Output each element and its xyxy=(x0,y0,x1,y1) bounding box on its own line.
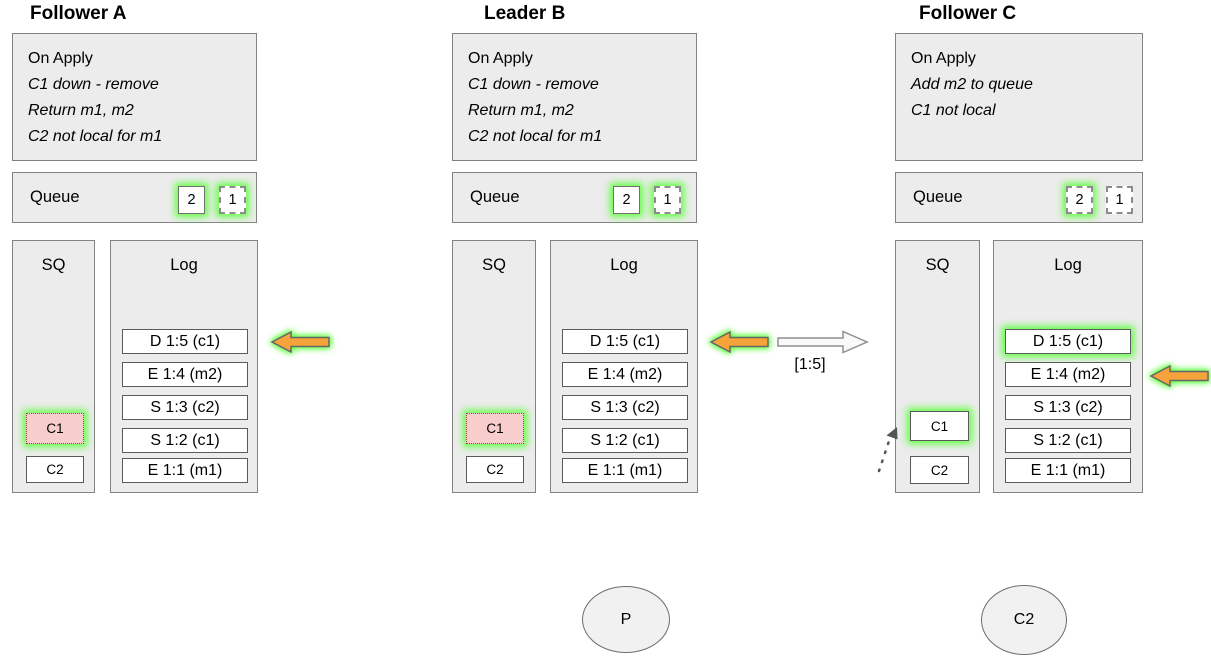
note-line: C2 not local for m1 xyxy=(28,128,163,145)
sq-panel-leader-b: SQ C1 C2 xyxy=(452,240,536,493)
log-entry: S 1:3 (c2) xyxy=(122,395,248,420)
queue-panel-leader-b: Queue 2 1 xyxy=(452,172,697,223)
rejoin-dotted-arrow-icon xyxy=(877,427,898,473)
on-apply-note-leader-b: On Apply C1 down - remove Return m1, m2 … xyxy=(452,33,697,161)
note-heading: On Apply xyxy=(28,50,93,67)
log-entry: D 1:5 (c1) xyxy=(122,329,248,354)
node-title-follower-c: Follower C xyxy=(919,3,1017,24)
log-entry: E 1:4 (m2) xyxy=(562,362,688,387)
log-label: Log xyxy=(1054,256,1082,274)
queue-label: Queue xyxy=(913,188,963,206)
sq-panel-follower-a: SQ C1 C2 xyxy=(12,240,95,493)
log-entry: E 1:1 (m1) xyxy=(562,458,688,483)
log-entry: E 1:4 (m2) xyxy=(1005,362,1131,387)
sq-item-c1: C1 xyxy=(910,411,969,441)
queue-panel-follower-a: Queue 2 1 xyxy=(12,172,257,223)
replication-range-label: [1:5] xyxy=(794,356,826,373)
log-entry: D 1:5 (c1) xyxy=(562,329,688,354)
sq-panel-follower-c: SQ C1 C2 xyxy=(895,240,980,493)
log-entry: S 1:2 (c1) xyxy=(1005,428,1131,453)
note-line: C2 not local for m1 xyxy=(468,128,603,145)
queue-token-1: 1 xyxy=(219,186,246,214)
queue-panel-follower-c: Queue 2 1 xyxy=(895,172,1143,223)
log-panel-leader-b: Log D 1:5 (c1) E 1:4 (m2) S 1:3 (c2) S 1… xyxy=(550,240,698,493)
on-apply-note-follower-a: On Apply C1 down - remove Return m1, m2 … xyxy=(12,33,257,161)
note-line: Add m2 to queue xyxy=(911,76,1033,93)
sq-item-c1: C1 xyxy=(26,413,84,444)
queue-label: Queue xyxy=(30,188,80,206)
actor-p: P xyxy=(582,586,670,653)
sq-item-c1: C1 xyxy=(466,413,524,444)
log-entry: D 1:5 (c1) xyxy=(1005,329,1131,354)
queue-token-2: 2 xyxy=(613,186,640,214)
queue-label: Queue xyxy=(470,188,520,206)
sq-item-c2: C2 xyxy=(26,456,84,483)
sq-label: SQ xyxy=(482,256,506,274)
log-entry: S 1:2 (c1) xyxy=(122,428,248,453)
actor-c2-label: C2 xyxy=(1013,611,1035,628)
note-heading: On Apply xyxy=(911,50,976,67)
note-line: Return m1, m2 xyxy=(28,102,134,119)
note-line: C1 down - remove xyxy=(28,76,159,93)
note-line: C1 down - remove xyxy=(468,76,599,93)
log-label: Log xyxy=(610,256,638,274)
queue-token-1: 1 xyxy=(1106,186,1133,214)
log-entry: S 1:3 (c2) xyxy=(562,395,688,420)
sq-item-c2: C2 xyxy=(910,456,969,484)
actor-c2: C2 xyxy=(981,585,1067,655)
apply-pointer-arrow-icon xyxy=(270,330,330,354)
log-entry: E 1:1 (m1) xyxy=(122,458,248,483)
queue-token-2: 2 xyxy=(1066,186,1093,214)
node-title-follower-a: Follower A xyxy=(30,3,127,24)
log-entry: E 1:4 (m2) xyxy=(122,362,248,387)
log-panel-follower-a: Log D 1:5 (c1) E 1:4 (m2) S 1:3 (c2) S 1… xyxy=(110,240,258,493)
log-entry: S 1:2 (c1) xyxy=(562,428,688,453)
actor-p-label: P xyxy=(620,610,632,628)
note-line: C1 not local xyxy=(911,102,996,119)
log-panel-follower-c: Log D 1:5 (c1) E 1:4 (m2) S 1:3 (c2) S 1… xyxy=(993,240,1143,493)
note-line: Return m1, m2 xyxy=(468,102,574,119)
apply-pointer-arrow-icon xyxy=(709,330,769,354)
queue-token-1: 1 xyxy=(654,186,681,214)
log-entry: S 1:3 (c2) xyxy=(1005,395,1131,420)
replicate-arrow-icon xyxy=(777,330,869,354)
sq-label: SQ xyxy=(925,256,950,274)
queue-token-2: 2 xyxy=(178,186,205,214)
node-title-leader-b: Leader B xyxy=(484,3,566,24)
log-entry: E 1:1 (m1) xyxy=(1005,458,1131,483)
sq-item-c2: C2 xyxy=(466,456,524,483)
on-apply-note-follower-c: On Apply Add m2 to queue C1 not local xyxy=(895,33,1143,161)
sq-label: SQ xyxy=(41,256,66,274)
note-heading: On Apply xyxy=(468,50,533,67)
apply-pointer-arrow-icon xyxy=(1149,364,1209,388)
log-label: Log xyxy=(170,256,198,274)
